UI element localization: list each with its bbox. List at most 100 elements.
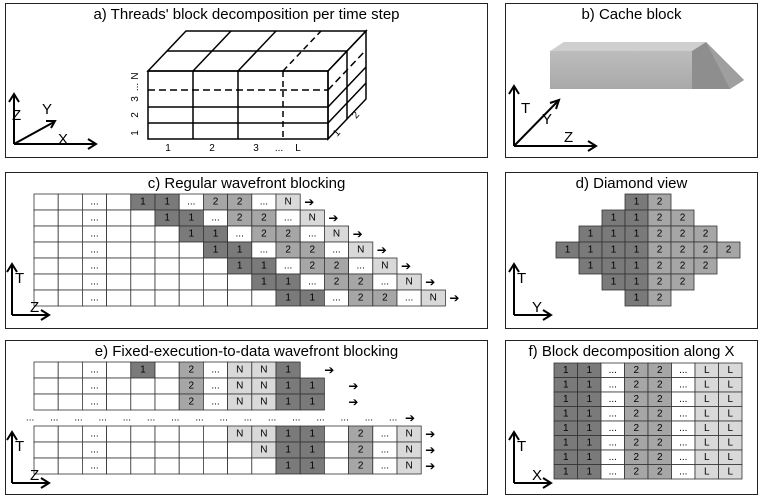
grid-cell-label: 2 bbox=[633, 365, 639, 376]
grid-cell-label: 1 bbox=[285, 461, 291, 472]
grid-cell-label: 1 bbox=[563, 437, 569, 448]
grid-cell-empty bbox=[106, 377, 132, 395]
grid-cell-label: 1 bbox=[310, 397, 316, 408]
grid-cell-label: ... bbox=[308, 229, 316, 240]
grid-cell-label: N bbox=[260, 429, 267, 440]
grid-cell-label: L bbox=[727, 466, 733, 477]
grid-cell-empty bbox=[202, 273, 228, 291]
grid-cell bbox=[718, 464, 743, 480]
arrow-right-icon: ➔ bbox=[405, 411, 415, 425]
t-axis-arrowhead bbox=[6, 262, 18, 273]
grid-cell-label: 1 bbox=[586, 379, 592, 390]
t-axis-arrowhead bbox=[508, 262, 520, 273]
grid-cell-label: L bbox=[704, 394, 710, 405]
grid-cell-label: ... bbox=[679, 394, 687, 405]
grid-cell-empty bbox=[154, 393, 180, 411]
grid-cell-label: ... bbox=[90, 381, 98, 392]
grid-cell-label: 1 bbox=[563, 394, 569, 405]
grid-cell-label: 2 bbox=[657, 379, 663, 390]
grid-cell-label: 2 bbox=[680, 229, 686, 240]
grid-cell-label: 1 bbox=[285, 277, 291, 288]
arrow-right-icon: ➔ bbox=[353, 227, 363, 241]
grid-cell-label: N bbox=[236, 381, 243, 392]
grid-cell-empty bbox=[130, 209, 156, 227]
arrow-right-icon: ➔ bbox=[377, 243, 387, 257]
grid-cell-label: 1 bbox=[261, 261, 267, 272]
grid-cell-label: 2 bbox=[657, 293, 663, 304]
grid-cell-label: 2 bbox=[358, 429, 364, 440]
grid-cell-label: N bbox=[236, 397, 243, 408]
arrow-right-icon: ➔ bbox=[425, 427, 435, 441]
grid-cell-empty bbox=[130, 257, 156, 275]
grid-cell-label: 1 bbox=[310, 381, 316, 392]
grid-cell-label: 1 bbox=[588, 261, 594, 272]
grid-cell-label: ... bbox=[679, 379, 687, 390]
grid-cell-label: 1 bbox=[563, 452, 569, 463]
grid-cell-empty bbox=[57, 441, 83, 459]
axis-label-t: T bbox=[15, 438, 24, 455]
grid-cell-empty bbox=[57, 425, 83, 443]
grid-cell-empty bbox=[106, 457, 132, 475]
grid-cell-empty bbox=[106, 193, 132, 211]
grid-cell-label: 2 bbox=[657, 365, 663, 376]
row-ellipsis: ... bbox=[268, 413, 276, 424]
grid-cell-label: L bbox=[704, 379, 710, 390]
grid-cell-label: 1 bbox=[586, 394, 592, 405]
grid-cell-label: 2 bbox=[237, 197, 243, 208]
grid-cell-empty bbox=[33, 425, 59, 443]
grid-cell-label: 2 bbox=[657, 452, 663, 463]
grid-cell-label: ... bbox=[90, 197, 98, 208]
axes-tyz bbox=[508, 84, 598, 152]
grid-cell-empty bbox=[130, 289, 156, 307]
grid-cell-label: 2 bbox=[703, 229, 709, 240]
bottom-axis-arrowhead bbox=[587, 140, 598, 152]
grid-cell-label: L bbox=[704, 365, 710, 376]
grid-cell-label: ... bbox=[609, 379, 617, 390]
axes-zyx bbox=[8, 92, 98, 150]
grid-cell-label: 1 bbox=[586, 365, 592, 376]
grid-cell-label: N bbox=[284, 197, 291, 208]
grid-cell-label: 1 bbox=[237, 245, 243, 256]
side-divider bbox=[327, 66, 367, 108]
grid-cell-empty bbox=[154, 457, 180, 475]
vertical-label: 3 bbox=[130, 96, 141, 102]
cuboid-side-face bbox=[327, 29, 367, 141]
grid-cell-label: N bbox=[405, 429, 412, 440]
grid-cell bbox=[716, 241, 741, 259]
grid-cell-label: N bbox=[430, 293, 437, 304]
grid-cell-label: 1 bbox=[237, 261, 243, 272]
grid-cell-label: 2 bbox=[657, 245, 663, 256]
grid-cell-label: ... bbox=[90, 397, 98, 408]
grid-cell-label: 1 bbox=[213, 229, 219, 240]
grid-cell-empty bbox=[178, 257, 204, 275]
front-label: 3 bbox=[253, 143, 259, 154]
grid-cell-label: ... bbox=[90, 461, 98, 472]
grid-cell bbox=[647, 289, 672, 307]
y-axis bbox=[513, 100, 559, 147]
horizontal-axis-arrowhead bbox=[40, 309, 51, 321]
axis-label-t: T bbox=[15, 270, 24, 287]
grid-cell-empty bbox=[202, 457, 228, 475]
top-divider-dashed bbox=[282, 30, 322, 72]
panel-b: b) Cache block T Y Z bbox=[505, 3, 758, 158]
grid-cell-label: ... bbox=[381, 429, 389, 440]
grid-cell-label: 2 bbox=[657, 394, 663, 405]
grid-cell-empty bbox=[178, 241, 204, 259]
grid-cell-label: ... bbox=[679, 437, 687, 448]
grid-cell-empty bbox=[178, 441, 204, 459]
grid-cell-empty bbox=[130, 273, 156, 291]
grid-cell-label: L bbox=[727, 452, 733, 463]
grid-cell-label: 2 bbox=[657, 229, 663, 240]
grid-cell-empty bbox=[154, 225, 180, 243]
vertical-label: 1 bbox=[130, 130, 141, 136]
grid-cell-label: 2 bbox=[213, 197, 219, 208]
z-axis-arrowhead bbox=[8, 92, 20, 103]
grid-cell bbox=[693, 257, 718, 275]
grid-cell-empty bbox=[227, 457, 253, 475]
grid-cell-empty bbox=[33, 209, 59, 227]
grid-cell-label: ... bbox=[308, 277, 316, 288]
grid-cell-label: N bbox=[260, 397, 267, 408]
grid-cell-label: 2 bbox=[358, 293, 364, 304]
